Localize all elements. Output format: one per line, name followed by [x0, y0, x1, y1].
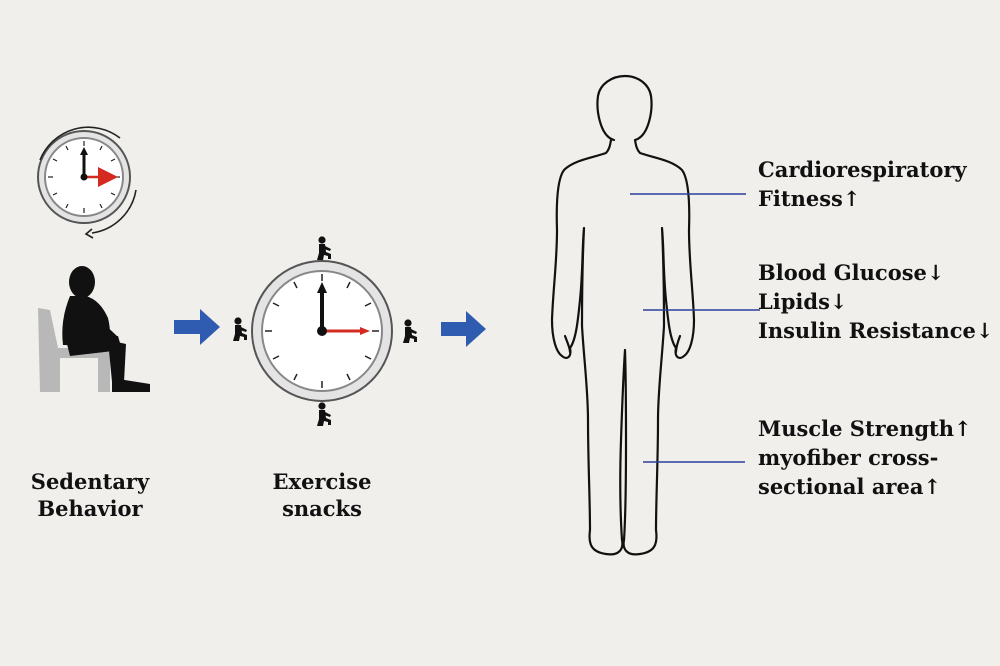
squat-person-icon [317, 236, 331, 260]
outcome-line: Fitness↑ [758, 186, 861, 211]
squat-person-icon [317, 402, 331, 426]
exercise-line2: snacks [282, 496, 362, 521]
outcome-line: Lipids↓ [758, 289, 848, 314]
metabolic-outcome: Blood Glucose↓ Lipids↓ Insulin Resistanc… [758, 258, 993, 345]
outcome-line: Muscle Strength↑ [758, 416, 972, 441]
muscle-outcome: Muscle Strength↑ myofiber cross- section… [758, 414, 972, 501]
sedentary-line2: Behavior [37, 496, 143, 521]
exercise-snacks-label: Exercise snacks [252, 468, 392, 522]
sedentary-behavior-label: Sedentary Behavior [20, 468, 160, 522]
outcome-line: Insulin Resistance↓ [758, 318, 994, 343]
cardio-outcome: Cardiorespiratory Fitness↑ [758, 155, 967, 213]
seated-person-icon [62, 266, 150, 392]
sedentary-line1: Sedentary [30, 469, 150, 494]
flow-arrow-icon [174, 309, 220, 345]
outcome-line: sectional area↑ [758, 474, 942, 499]
exercise-clock-icon [251, 260, 393, 402]
squat-person-icon [233, 317, 247, 341]
human-body-outline [550, 74, 696, 556]
flow-arrow-icon [441, 311, 486, 347]
connector-lines [630, 193, 760, 463]
rotating-clock-icon [37, 126, 137, 239]
squat-person-icon [403, 319, 417, 343]
outcome-line: Blood Glucose↓ [758, 260, 945, 285]
outcome-line: Cardiorespiratory [758, 157, 967, 182]
exercise-line1: Exercise [272, 469, 372, 494]
outcome-line: myofiber cross- [758, 445, 939, 470]
